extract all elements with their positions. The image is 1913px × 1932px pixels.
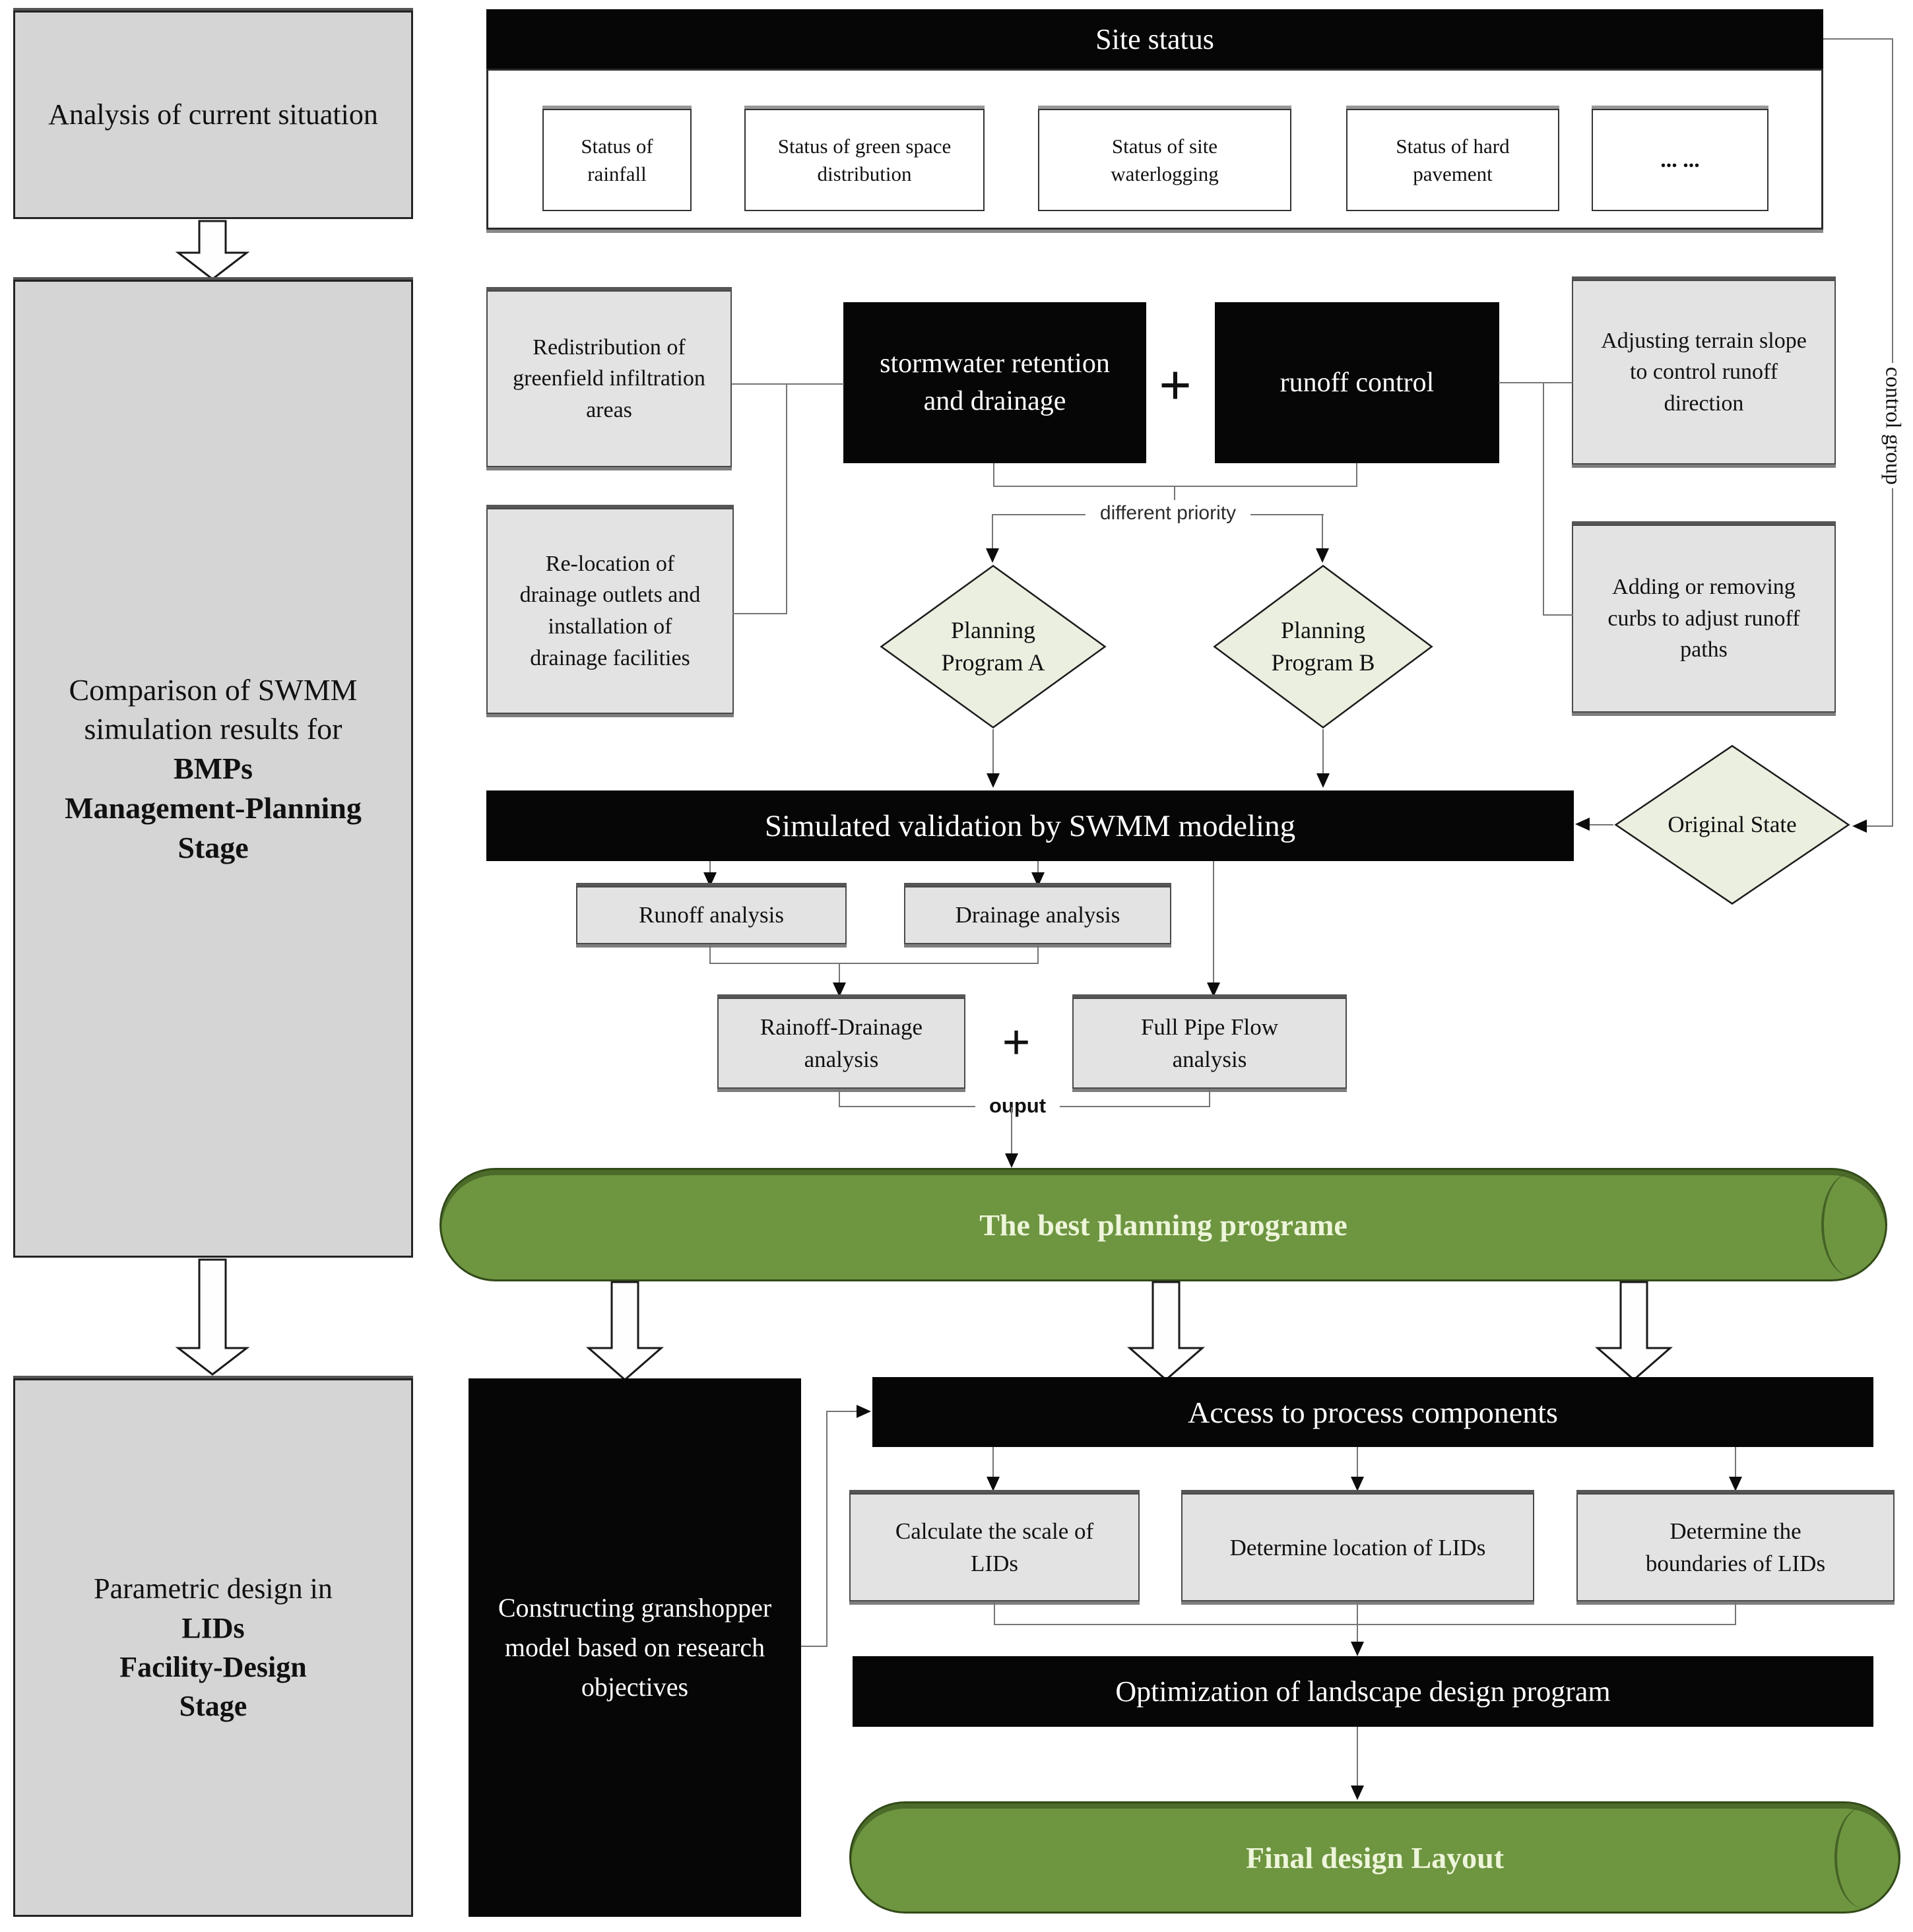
planning-program-a-label: Planning Program A <box>941 617 1045 676</box>
swmm-validation-label: Simulated validation by SWMM modeling <box>764 808 1296 843</box>
site-status-title: Site status <box>1095 22 1214 55</box>
analysis-current-situation-box: Analysis of current situation <box>13 11 413 219</box>
status-green-space-label: Status of green space distribution <box>777 134 952 185</box>
runoff-control-label: runoff control <box>1280 368 1435 398</box>
control-group-label: control group <box>1876 363 1909 488</box>
site-status-header: Site status <box>486 9 1823 69</box>
final-design-cylinder: Final design Layout <box>849 1801 1900 1914</box>
different-priority-label: different priority <box>1086 500 1250 527</box>
status-green-space-box: Status of green space distribution <box>744 109 985 211</box>
runoff-analysis-box: Runoff analysis <box>576 886 847 944</box>
big-down-arrow-3-icon <box>586 1281 664 1381</box>
rainoff-drainage-box: Rainoff-Drainage analysis <box>717 998 965 1089</box>
big-down-arrow-2-icon <box>175 1258 250 1376</box>
grasshopper-model-box: Constructing granshopper model based on … <box>469 1378 801 1917</box>
determine-location-label: Determine location of LIDs <box>1229 1534 1486 1561</box>
best-planning-label: The best planning programe <box>979 1208 1347 1242</box>
runoff-analysis-label: Runoff analysis <box>638 902 785 928</box>
relocation-label: Re-location of drainage outlets and inst… <box>519 551 701 670</box>
status-hard-pavement-box: Status of hard pavement <box>1346 109 1559 211</box>
runoff-control-box: runoff control <box>1215 302 1499 463</box>
drainage-analysis-label: Drainage analysis <box>955 902 1120 928</box>
redistribution-box: Redistribution of greenfield infiltratio… <box>486 290 732 467</box>
status-rainfall-label: Status of rainfall <box>581 134 653 185</box>
original-state-label: Original State <box>1668 812 1797 838</box>
comparison-bold-line2: Management-Planning <box>65 790 362 825</box>
comparison-bold-line1: BMPs <box>173 752 253 786</box>
determine-boundaries-box: Determine the boundaries of LIDs <box>1576 1493 1895 1601</box>
determine-location-box: Determine location of LIDs <box>1181 1493 1534 1601</box>
analysis-current-situation-label: Analysis of current situation <box>48 98 378 131</box>
parametric-bold-line2: Facility-Design <box>119 1651 307 1683</box>
adding-curbs-box: Adding or removing curbs to adjust runof… <box>1572 525 1836 713</box>
plus-sign-2: + <box>1002 1014 1031 1070</box>
adjusting-terrain-label: Adjusting terrain slope to control runof… <box>1601 328 1807 416</box>
access-components-label: Access to process components <box>1188 1395 1558 1429</box>
adding-curbs-label: Adding or removing curbs to adjust runof… <box>1607 575 1800 662</box>
planning-program-a-diamond: Planning Program A <box>879 564 1107 729</box>
stormwater-retention-box: stormwater retention and drainage <box>843 302 1146 463</box>
status-waterlogging-label: Status of site waterlogging <box>1111 134 1219 185</box>
plus-sign-1: + <box>1158 353 1192 418</box>
calculate-scale-box: Calculate the scale of LIDs <box>849 1493 1140 1601</box>
status-ellipsis-box: ... ... <box>1592 109 1768 211</box>
comparison-bold-line3: Stage <box>178 830 249 864</box>
access-components-bar: Access to process components <box>872 1377 1873 1447</box>
best-planning-cylinder: The best planning programe <box>439 1168 1887 1281</box>
big-down-arrow-4-icon <box>1127 1281 1205 1381</box>
status-hard-pavement-label: Status of hard pavement <box>1396 134 1510 185</box>
status-waterlogging-box: Status of site waterlogging <box>1038 109 1291 211</box>
control-group-text: control group <box>1881 366 1905 485</box>
grasshopper-model-label: Constructing granshopper model based on … <box>498 1593 772 1702</box>
swmm-validation-bar: Simulated validation by SWMM modeling <box>486 790 1574 861</box>
big-down-arrow-1-icon <box>175 220 250 280</box>
full-pipe-flow-box: Full Pipe Flow analysis <box>1072 998 1347 1089</box>
rainoff-drainage-label: Rainoff-Drainage analysis <box>760 1014 923 1072</box>
final-design-label: Final design Layout <box>1245 1840 1505 1875</box>
parametric-bold-line3: Stage <box>179 1690 247 1723</box>
status-ellipsis-label: ... ... <box>1660 147 1700 172</box>
optimization-label: Optimization of landscape design program <box>1115 1675 1611 1708</box>
calculate-scale-label: Calculate the scale of LIDs <box>895 1518 1094 1576</box>
parametric-bold-line1: LIDs <box>181 1611 245 1644</box>
relocation-box: Re-location of drainage outlets and inst… <box>486 508 734 714</box>
redistribution-label: Redistribution of greenfield infiltratio… <box>513 335 705 422</box>
status-rainfall-box: Status of rainfall <box>542 109 692 211</box>
planning-program-b-label: Planning Program B <box>1271 617 1375 676</box>
big-down-arrow-5-icon <box>1595 1281 1673 1381</box>
full-pipe-flow-label: Full Pipe Flow analysis <box>1140 1014 1279 1072</box>
drainage-analysis-box: Drainage analysis <box>904 886 1171 944</box>
planning-program-b-diamond: Planning Program B <box>1212 564 1434 729</box>
adjusting-terrain-box: Adjusting terrain slope to control runof… <box>1572 280 1836 465</box>
original-state-diamond: Original State <box>1613 744 1851 905</box>
determine-boundaries-label: Determine the boundaries of LIDs <box>1645 1518 1826 1576</box>
parametric-design-box: Parametric design in LIDs Facility-Desig… <box>13 1378 413 1917</box>
comparison-swmm-box: Comparison of SWMM simulation results fo… <box>13 280 413 1258</box>
ouput-label: ouput <box>975 1092 1060 1120</box>
parametric-normal-text: Parametric design in <box>94 1572 333 1605</box>
optimization-bar: Optimization of landscape design program <box>853 1656 1873 1727</box>
comparison-normal-text: Comparison of SWMM simulation results fo… <box>69 672 358 746</box>
stormwater-retention-label: stormwater retention and drainage <box>880 348 1110 416</box>
